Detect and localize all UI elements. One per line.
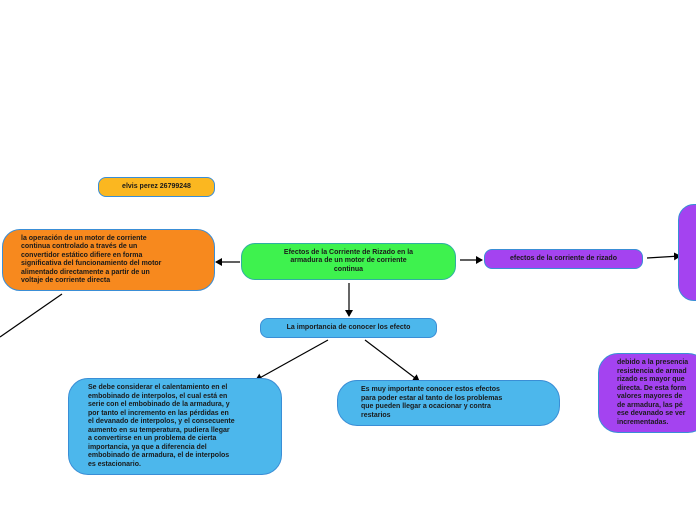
- offscreen-purple-node[interactable]: [678, 204, 696, 301]
- edge-operation-to-offscreen: [0, 293, 63, 338]
- importance-node[interactable]: La importancia de conocer los efecto: [260, 318, 437, 338]
- edge-importance-to-important-know: [364, 339, 420, 382]
- operation-node[interactable]: la operación de un motor de corriente co…: [2, 229, 215, 291]
- edge-importance-to-heating: [255, 339, 329, 381]
- presence-node[interactable]: debido a la presencia resistencia de arm…: [598, 353, 696, 433]
- ripple-effects-text: efectos de la corriente de rizado: [510, 254, 617, 262]
- heating-text: Se debe considerar el calentamiento en e…: [88, 384, 235, 468]
- important-know-node[interactable]: Es muy importante conocer estos efectos …: [337, 380, 560, 426]
- important-know-text: Es muy importante conocer estos efectos …: [361, 386, 503, 419]
- author-text: elvis perez 26799248: [122, 182, 191, 190]
- author-node[interactable]: elvis perez 26799248: [98, 177, 215, 197]
- central-topic-node[interactable]: Efectos de la Corriente de Rizado en la …: [241, 243, 456, 280]
- ripple-effects-node[interactable]: efectos de la corriente de rizado: [484, 249, 643, 269]
- importance-text: La importancia de conocer los efecto: [286, 323, 411, 331]
- edge-ripple-effects-to-offscreen: [646, 252, 681, 261]
- heating-node[interactable]: Se debe considerar el calentamiento en e…: [68, 378, 282, 475]
- central-topic-text: Efectos de la Corriente de Rizado en la …: [283, 248, 414, 273]
- presence-text: debido a la presencia resistencia de arm…: [617, 359, 689, 426]
- operation-text: la operación de un motor de corriente co…: [21, 234, 162, 285]
